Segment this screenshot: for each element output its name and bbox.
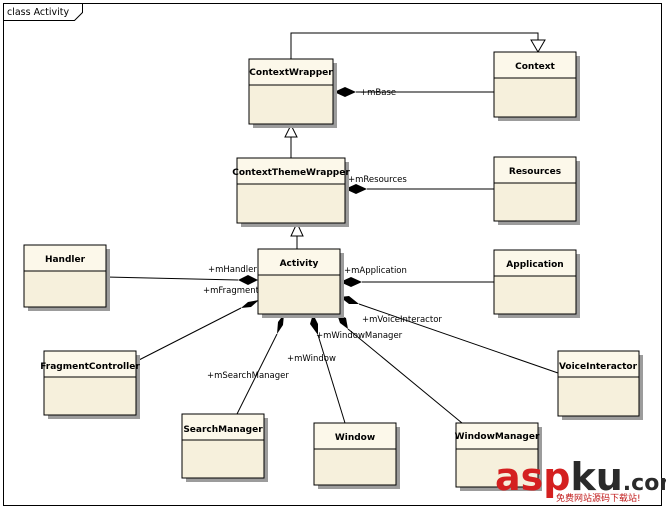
frame-title: class Activity: [7, 7, 70, 18]
role-mbase: +mBase: [360, 88, 396, 98]
edge-mvoiceinteractor-diamond: [340, 296, 359, 304]
edge-mwindow: [317, 334, 346, 424]
watermark-logo: aspku.com 免费网站源码下载站!: [495, 455, 666, 504]
edge-contextwrapper-generalization-arrowhead: [284, 123, 298, 138]
class-name: SearchManager: [183, 425, 263, 435]
role-mhandler: +mHandler: [208, 265, 257, 275]
edge-mwindowmanager: [347, 328, 463, 424]
frame-title-tab: [3, 3, 83, 21]
class-contextwrapper[interactable]: ContextWrapper: [248, 58, 337, 128]
role-msearchmanager: +mSearchManager: [207, 371, 289, 381]
watermark-tagline: 免费网站源码下载站!: [556, 492, 641, 504]
watermark-brand-a: asp: [495, 455, 570, 499]
class-name: ContextWrapper: [249, 68, 333, 78]
edge-mhandler-diamond: [238, 275, 258, 285]
role-mapplication: +mApplication: [344, 266, 407, 276]
edge-contextthemewrapper-generalization-arrowhead: [290, 221, 304, 237]
edge-msearchmanager: [236, 333, 278, 415]
class-name: ContextThemeWrapper: [232, 168, 350, 178]
edge-msearchmanager-diamond: [277, 314, 284, 334]
class-resources[interactable]: Resources: [493, 156, 580, 225]
class-name: Activity: [280, 259, 319, 269]
edge-mfragment-diamond: [241, 300, 259, 308]
class-name: FragmentController: [40, 362, 140, 372]
class-name: Handler: [45, 255, 86, 265]
class-contextthemewrapper[interactable]: ContextThemeWrapper: [232, 157, 350, 227]
class-window[interactable]: Window: [313, 422, 400, 489]
class-name: VoiceInteractor: [559, 362, 638, 372]
edge-mbase-diamond: [334, 87, 356, 97]
class-windowmanager[interactable]: WindowManager: [455, 422, 542, 491]
svg-text:aspku.com: aspku.com: [495, 455, 666, 499]
class-application[interactable]: Application: [493, 249, 580, 318]
class-searchmanager[interactable]: SearchManager: [181, 413, 268, 482]
edge-context-generalization-arrowhead: [530, 39, 546, 53]
class-name: Context: [515, 62, 555, 72]
edge-mresources-diamond: [345, 184, 367, 194]
class-fragmentcontroller[interactable]: FragmentController: [40, 350, 140, 419]
class-name: WindowManager: [455, 432, 540, 442]
edge-mfragment: [136, 307, 242, 362]
class-context[interactable]: Context: [493, 51, 580, 121]
edge-mapplication-diamond: [340, 277, 362, 287]
class-activity[interactable]: Activity: [257, 248, 344, 318]
edge-mwindow-diamond: [310, 314, 318, 335]
edge-contextwrapper-generalizes-context: [290, 32, 539, 59]
role-mvoiceinteractor: +mVoiceInteractor: [362, 315, 442, 325]
class-name: Resources: [509, 167, 561, 177]
edge-mhandler: [105, 276, 239, 281]
watermark-brand-b: ku: [570, 455, 622, 499]
class-voiceinteractor[interactable]: VoiceInteractor: [557, 350, 643, 420]
role-mresources: +mResources: [348, 175, 407, 185]
class-name: Application: [506, 260, 563, 270]
role-mfragment: +mFragment: [203, 286, 260, 296]
role-mwindowmanager: +mWindowManager: [316, 331, 403, 341]
watermark-brand-c: .com: [623, 471, 666, 496]
role-mwindow: +mWindow: [287, 354, 336, 364]
class-handler[interactable]: Handler: [23, 244, 110, 311]
class-name: Window: [335, 433, 375, 443]
edge-mvoiceinteractor: [358, 303, 559, 374]
